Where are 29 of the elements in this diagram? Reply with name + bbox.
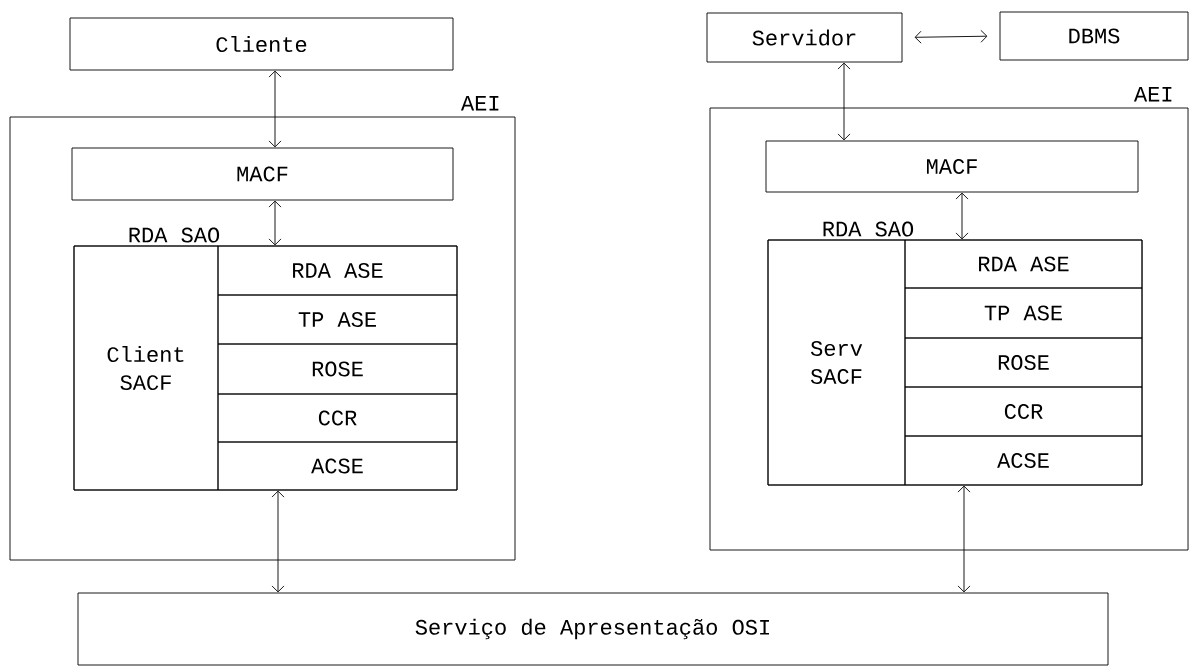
layer-box: ROSE <box>217 343 458 395</box>
arrow <box>837 62 851 141</box>
layer-box: ACSE <box>217 441 458 491</box>
arrow <box>268 70 282 148</box>
layer-box: CCR <box>217 393 458 443</box>
control-function-box: Client SACF <box>73 245 219 491</box>
arrow <box>268 200 282 246</box>
function-box: MACF <box>765 140 1139 193</box>
layer-box: RDA ASE <box>904 239 1143 289</box>
layer-box: CCR <box>904 386 1143 437</box>
node-label: RDA SAO <box>129 227 220 243</box>
layer-box: ACSE <box>904 435 1143 486</box>
database-box: DBMS <box>999 11 1189 61</box>
arrow <box>914 29 988 44</box>
control-function-box: Serv SACF <box>767 239 906 486</box>
server-box: Servidor <box>706 12 903 63</box>
node-label: AEI <box>1133 87 1172 102</box>
layer-box: ROSE <box>904 337 1143 388</box>
function-box: MACF <box>71 147 454 201</box>
arrow <box>955 192 969 240</box>
arrow <box>957 485 971 593</box>
node-label: RDA SAO <box>823 221 914 237</box>
layer-box: RDA ASE <box>217 245 458 296</box>
presentation-service-box: Serviço de Apresentação OSI <box>77 592 1109 666</box>
node-label: AEI <box>460 96 499 111</box>
layer-box: TP ASE <box>904 287 1143 339</box>
arrow <box>271 490 285 593</box>
client-box: Cliente <box>69 17 454 71</box>
layer-box: TP ASE <box>217 294 458 345</box>
